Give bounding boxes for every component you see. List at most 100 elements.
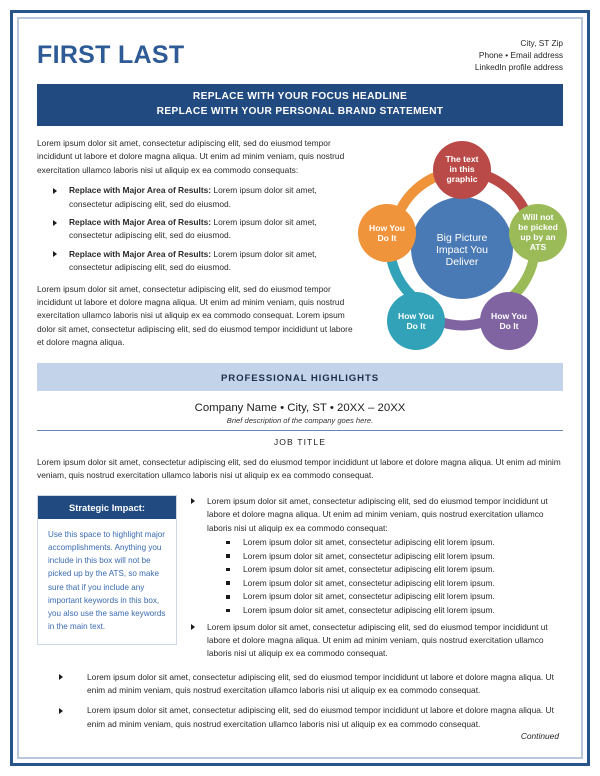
cycle-node-right-line3: up by an [520, 232, 555, 242]
brand-statement: REPLACE WITH YOUR PERSONAL BRAND STATEME… [156, 105, 444, 117]
cycle-node-right-line2: be picked [518, 222, 558, 232]
square-bullet-icon [226, 567, 230, 572]
cycle-node-bottom-right-line1: How You [491, 311, 527, 321]
summary-intro-paragraph: Lorem ipsum dolor sit amet, consectetur … [37, 138, 345, 175]
cycle-node-right-line1: Will not [523, 212, 554, 222]
cycle-node-bottom-left [387, 292, 445, 350]
cycle-center-line1: Big Picture [437, 232, 488, 244]
achievement-subitem: Lorem ipsum dolor sit amet, consectetur … [207, 550, 563, 564]
summary-text-column: Lorem ipsum dolor sit amet, consectetur … [37, 137, 355, 359]
achievement-item: Lorem ipsum dolor sit amet, consectetur … [189, 495, 563, 618]
major-results-text: Lorem ipsum dolor sit amet, consectetur … [69, 217, 317, 241]
section-header-professional-highlights: PROFESSIONAL HIGHLIGHTS [37, 362, 563, 391]
cycle-center-circle [411, 197, 513, 299]
major-results-text: Lorem ipsum dolor sit amet, consectetur … [69, 248, 317, 273]
triangle-bullet-icon [59, 674, 63, 681]
cycle-node-bottom-left-line1: How You [398, 311, 434, 321]
company-name-line: Company Name • City, ST • 20XX – 20XX [194, 401, 406, 414]
cycle-node-right-line4: ATS [530, 242, 547, 252]
focus-headline: REPLACE WITH YOUR FOCUS HEADLINE [192, 91, 408, 102]
job-title: JOB TITLE [273, 436, 327, 447]
strategic-impact-body: Use this space to highlight major accomp… [48, 529, 166, 632]
job-summary-paragraph: Lorem ipsum dolor sit amet, consectetur … [37, 456, 561, 481]
square-bullet-icon [226, 540, 230, 545]
company-description: Brief description of the company goes he… [226, 415, 374, 425]
square-bullet-icon [226, 581, 230, 585]
achievement-subtext: Lorem ipsum dolor sit amet, consectetur … [243, 550, 495, 561]
radial-cycle-graphic: Big Picture Impact You Deliver The text … [355, 137, 570, 359]
contact-line-linkedin: LinkedIn profile address [474, 62, 563, 73]
impact-row: Strategic Impact: Use this space to high… [37, 494, 563, 664]
achievement-list: Lorem ipsum dolor sit amet, consectetur … [189, 495, 563, 661]
additional-achievement-text: Lorem ipsum dolor sit amet, consectetur … [87, 705, 554, 729]
achievement-subtext: Lorem ipsum dolor sit amet, consectetur … [243, 591, 495, 602]
achievement-subtext: Lorem ipsum dolor sit amet, consectetur … [243, 537, 495, 548]
cycle-center-line2: Impact You [436, 244, 488, 256]
strategic-impact-box: Strategic Impact: Use this space to high… [37, 494, 177, 645]
cycle-node-left-line1: How You [369, 223, 405, 233]
contact-line-phone-email: Phone • Email address [478, 50, 563, 61]
square-bullet-icon [226, 594, 230, 599]
achievement-subitem: Lorem ipsum dolor sit amet, consectetur … [207, 577, 563, 591]
summary-closing-paragraph: Lorem ipsum dolor sit amet, consectetur … [37, 283, 353, 348]
triangle-bullet-icon [191, 498, 195, 505]
additional-achievement-item: Lorem ipsum dolor sit amet, consectetur … [37, 671, 563, 698]
achievement-subitem: Lorem ipsum dolor sit amet, consectetur … [207, 590, 563, 604]
major-results-text: Lorem ipsum dolor sit amet, consectetur … [69, 185, 317, 209]
continued-footer: Continued [520, 731, 559, 741]
page-inner-border: FIRST LAST City, ST Zip Phone • Email ad… [17, 17, 583, 759]
cycle-node-bottom-right-line2: Do It [499, 321, 518, 331]
resume-page: FIRST LAST City, ST Zip Phone • Email ad… [10, 10, 590, 766]
achievement-subitem: Lorem ipsum dolor sit amet, consectetur … [207, 536, 563, 550]
square-bullet-icon [226, 554, 230, 558]
achievement-subitem: Lorem ipsum dolor sit amet, consectetur … [207, 563, 563, 577]
cycle-node-right [509, 204, 567, 262]
resume-header: FIRST LAST City, ST Zip Phone • Email ad… [37, 33, 563, 81]
cycle-node-bottom-right [480, 292, 538, 350]
triangle-bullet-icon [53, 251, 57, 258]
additional-achievement-text: Lorem ipsum dolor sit amet, consectetur … [87, 671, 554, 696]
strategic-impact-heading: Strategic Impact: [38, 495, 176, 519]
impact-bullet-column: Lorem ipsum dolor sit amet, consectetur … [177, 495, 563, 664]
square-bullet-icon [226, 608, 230, 613]
candidate-name: FIRST LAST [37, 41, 185, 69]
triangle-bullet-icon [53, 219, 57, 226]
summary-section: Lorem ipsum dolor sit amet, consectetur … [37, 137, 567, 359]
section-title: PROFESSIONAL HIGHLIGHTS [220, 372, 380, 384]
additional-achievement-item: Lorem ipsum dolor sit amet, consectetur … [37, 704, 563, 731]
arc-bottom-right-to-bottom-left [439, 317, 486, 331]
major-results-item: Replace with Major Area of Results: Lore… [37, 184, 355, 211]
company-divider-rule [37, 429, 563, 431]
major-results-label: Replace with Major Area of Results: [69, 185, 212, 196]
achievement-sublist: Lorem ipsum dolor sit amet, consectetur … [207, 536, 563, 618]
achievement-text: Lorem ipsum dolor sit amet, consectetur … [207, 495, 548, 533]
cycle-node-left-line2: Do It [377, 233, 396, 243]
cycle-node-top [433, 141, 491, 199]
major-results-list: Replace with Major Area of Results: Lore… [37, 184, 355, 274]
achievement-text: Lorem ipsum dolor sit amet, consectetur … [207, 621, 548, 659]
triangle-bullet-icon [59, 707, 63, 714]
achievement-subtext: Lorem ipsum dolor sit amet, consectetur … [243, 577, 495, 588]
achievement-subtext: Lorem ipsum dolor sit amet, consectetur … [243, 564, 495, 575]
page-content: FIRST LAST City, ST Zip Phone • Email ad… [37, 33, 567, 747]
contact-block: City, ST Zip Phone • Email address Linke… [475, 33, 563, 74]
major-results-label: Replace with Major Area of Results: [69, 217, 212, 228]
cycle-node-top-line2: in this [449, 164, 475, 174]
major-results-label: Replace with Major Area of Results: [69, 248, 212, 259]
contact-line-city: City, ST Zip [520, 38, 563, 48]
cycle-node-bottom-left-line2: Do It [406, 321, 425, 331]
achievement-item: Lorem ipsum dolor sit amet, consectetur … [189, 621, 563, 661]
radial-cycle-svg: Big Picture Impact You Deliver The text … [358, 141, 567, 350]
triangle-bullet-icon [191, 624, 195, 631]
cycle-center-line3: Deliver [446, 256, 479, 268]
achievement-subitem: Lorem ipsum dolor sit amet, consectetur … [207, 604, 563, 618]
triangle-bullet-icon [53, 187, 57, 194]
cycle-node-top-line3: graphic [446, 174, 477, 184]
cycle-node-left [358, 204, 416, 262]
cycle-node-top-line1: The text [446, 154, 479, 164]
company-block: Company Name • City, ST • 20XX – 20XX Br… [37, 402, 563, 425]
focus-headline-band: REPLACE WITH YOUR FOCUS HEADLINE REPLACE… [37, 84, 563, 126]
major-results-item: Replace with Major Area of Results: Lore… [37, 248, 355, 275]
additional-achievement-list: Lorem ipsum dolor sit amet, consectetur … [37, 671, 563, 731]
major-results-item: Replace with Major Area of Results: Lore… [37, 216, 355, 243]
